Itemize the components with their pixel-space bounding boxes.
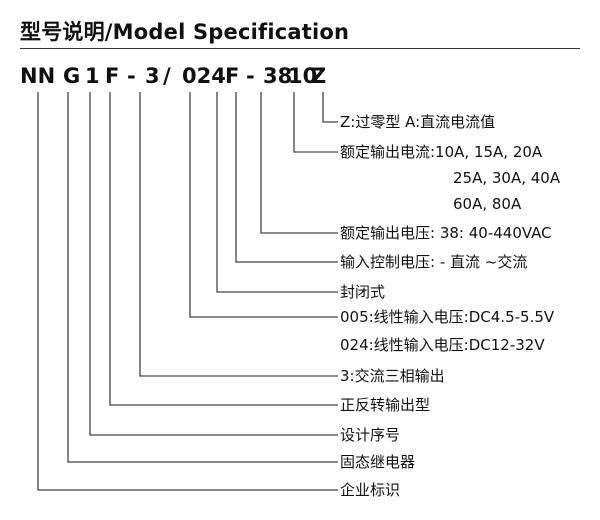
connector-reversible	[109, 92, 338, 406]
desc-zero-cross: Z:过零型 A:直流电流值	[340, 113, 496, 131]
connector-input-voltage	[189, 92, 338, 318]
desc-rated-voltage: 额定输出电压: 38: 40-440VAC	[340, 224, 552, 242]
page-title: 型号说明/Model Specification	[20, 20, 350, 44]
desc-input-024: 024:线性输入电压:DC12-32V	[340, 336, 545, 354]
code-segment-10: 10	[288, 64, 318, 88]
connector-enclosed	[216, 92, 338, 293]
connector-voltage	[260, 92, 338, 234]
desc-control-voltage: 输入控制电压: - 直流 ~交流	[340, 253, 528, 271]
desc-solid-state-relay: 固态继电器	[340, 453, 416, 471]
code-segment-z: Z	[311, 64, 327, 88]
code-segment-g: G	[63, 64, 81, 88]
desc-company-id: 企业标识	[340, 481, 401, 499]
connector-company	[37, 92, 338, 491]
code-segment-f: F	[105, 64, 120, 88]
connector-three-phase	[139, 92, 338, 377]
desc-input-005: 005:线性输入电压:DC4.5-5.5V	[340, 308, 555, 326]
code-segment-dash-1: -	[127, 64, 136, 88]
desc-reversible: 正反转输出型	[340, 396, 431, 414]
code-segment-f2: F	[225, 64, 240, 88]
desc-rated-current: 额定输出电流:10A, 15A, 20A	[340, 143, 543, 161]
desc-rated-current-3: 60A, 80A	[453, 195, 522, 213]
code-segment-3: 3	[145, 64, 160, 88]
code-segment-024: 024	[182, 64, 226, 88]
title-divider	[20, 48, 580, 49]
code-segment-1: 1	[85, 64, 100, 88]
code-segment-slash: /	[163, 64, 171, 88]
code-segment-dash-2: -	[246, 64, 255, 88]
code-segment-38: 38	[263, 64, 293, 88]
connector-z	[322, 92, 338, 123]
connector-control	[235, 92, 338, 263]
desc-design-number: 设计序号	[340, 426, 401, 444]
connector-ssr	[67, 92, 338, 463]
connector-current	[293, 92, 338, 153]
desc-enclosed: 封闭式	[340, 283, 386, 301]
code-segment-nn: NN	[20, 64, 56, 88]
connector-design-no	[89, 92, 338, 436]
desc-three-phase: 3:交流三相输出	[340, 367, 445, 385]
desc-rated-current-2: 25A, 30A, 40A	[453, 169, 561, 187]
